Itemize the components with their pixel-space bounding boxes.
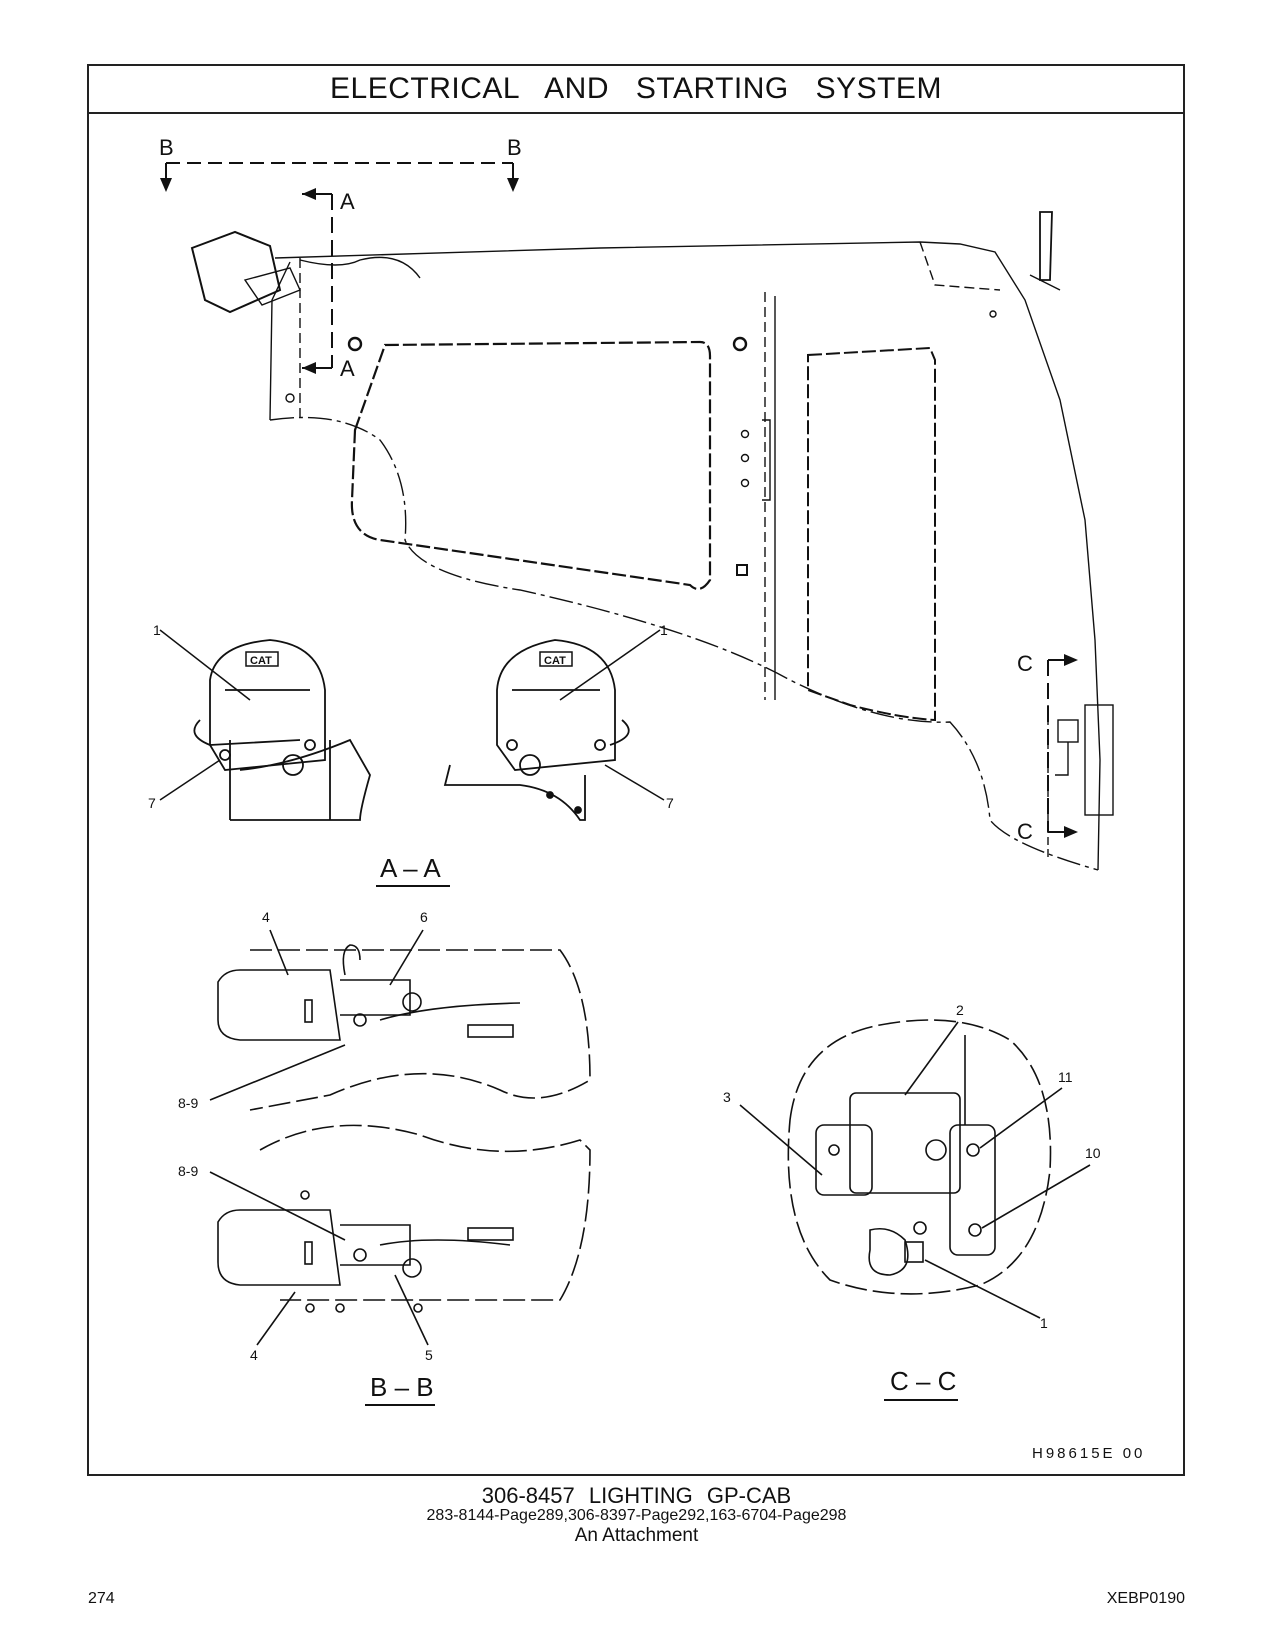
callout-1-aa-right: 1 <box>660 622 668 638</box>
cat-logo: CAT <box>250 655 272 667</box>
lamp-detail-right: CAT 1 7 <box>443 622 674 821</box>
page-title: ELECTRICAL AND STARTING SYSTEM <box>89 66 1183 114</box>
callout-1-aa-left: 1 <box>153 622 161 638</box>
illustration-id: H98615E 00 <box>1032 1445 1145 1462</box>
page-number: 274 <box>88 1590 115 1607</box>
section-bb-caption: B – B <box>370 1372 434 1402</box>
drawing-frame: ELECTRICAL AND STARTING SYSTEM <box>87 64 1185 1476</box>
section-a-indicator: A A <box>302 188 355 381</box>
callout-7-aa-left: 7 <box>148 795 156 811</box>
callout-1-cc: 1 <box>1040 1315 1048 1331</box>
callout-7-aa-right: 7 <box>666 795 674 811</box>
callout-10: 10 <box>1085 1145 1101 1161</box>
section-b-indicator: B B <box>159 135 522 192</box>
attachment-note: An Attachment <box>574 1525 699 1546</box>
callout-4-bb-top: 4 <box>262 909 270 925</box>
part-title: 306-8457 LIGHTING GP-CAB <box>481 1483 792 1508</box>
section-c-top-label: C <box>1017 651 1033 676</box>
section-a-bottom-label: A <box>340 356 355 381</box>
part-references: 283-8144-Page289,306-8397-Page292,163-67… <box>426 1507 847 1524</box>
callout-11: 11 <box>1058 1069 1073 1085</box>
callout-6: 6 <box>420 909 428 925</box>
lamp-detail-left: CAT 1 7 <box>148 622 371 821</box>
cat-logo: CAT <box>544 655 566 667</box>
callout-5: 5 <box>425 1347 433 1363</box>
callout-8-9-bottom: 8-9 <box>178 1163 198 1179</box>
section-aa-caption: A – A <box>380 853 441 883</box>
section-cc-caption: C – C <box>890 1366 956 1396</box>
section-b-left-label: B <box>159 135 174 160</box>
document-code: XEBP0190 <box>1106 1590 1185 1607</box>
section-cc-detail: 2 3 11 10 1 <box>723 1002 1101 1331</box>
section-a-top-label: A <box>340 189 355 214</box>
callout-3: 3 <box>723 1089 731 1105</box>
section-c-bottom-label: C <box>1017 819 1033 844</box>
section-c-indicator: C C <box>1017 651 1078 844</box>
section-b-right-label: B <box>507 135 522 160</box>
section-bb-detail: 4 6 8-9 8-9 4 5 <box>178 909 591 1363</box>
callout-8-9-top: 8-9 <box>178 1095 198 1111</box>
callout-2: 2 <box>956 1002 964 1018</box>
callout-4-bb-bottom: 4 <box>250 1347 258 1363</box>
